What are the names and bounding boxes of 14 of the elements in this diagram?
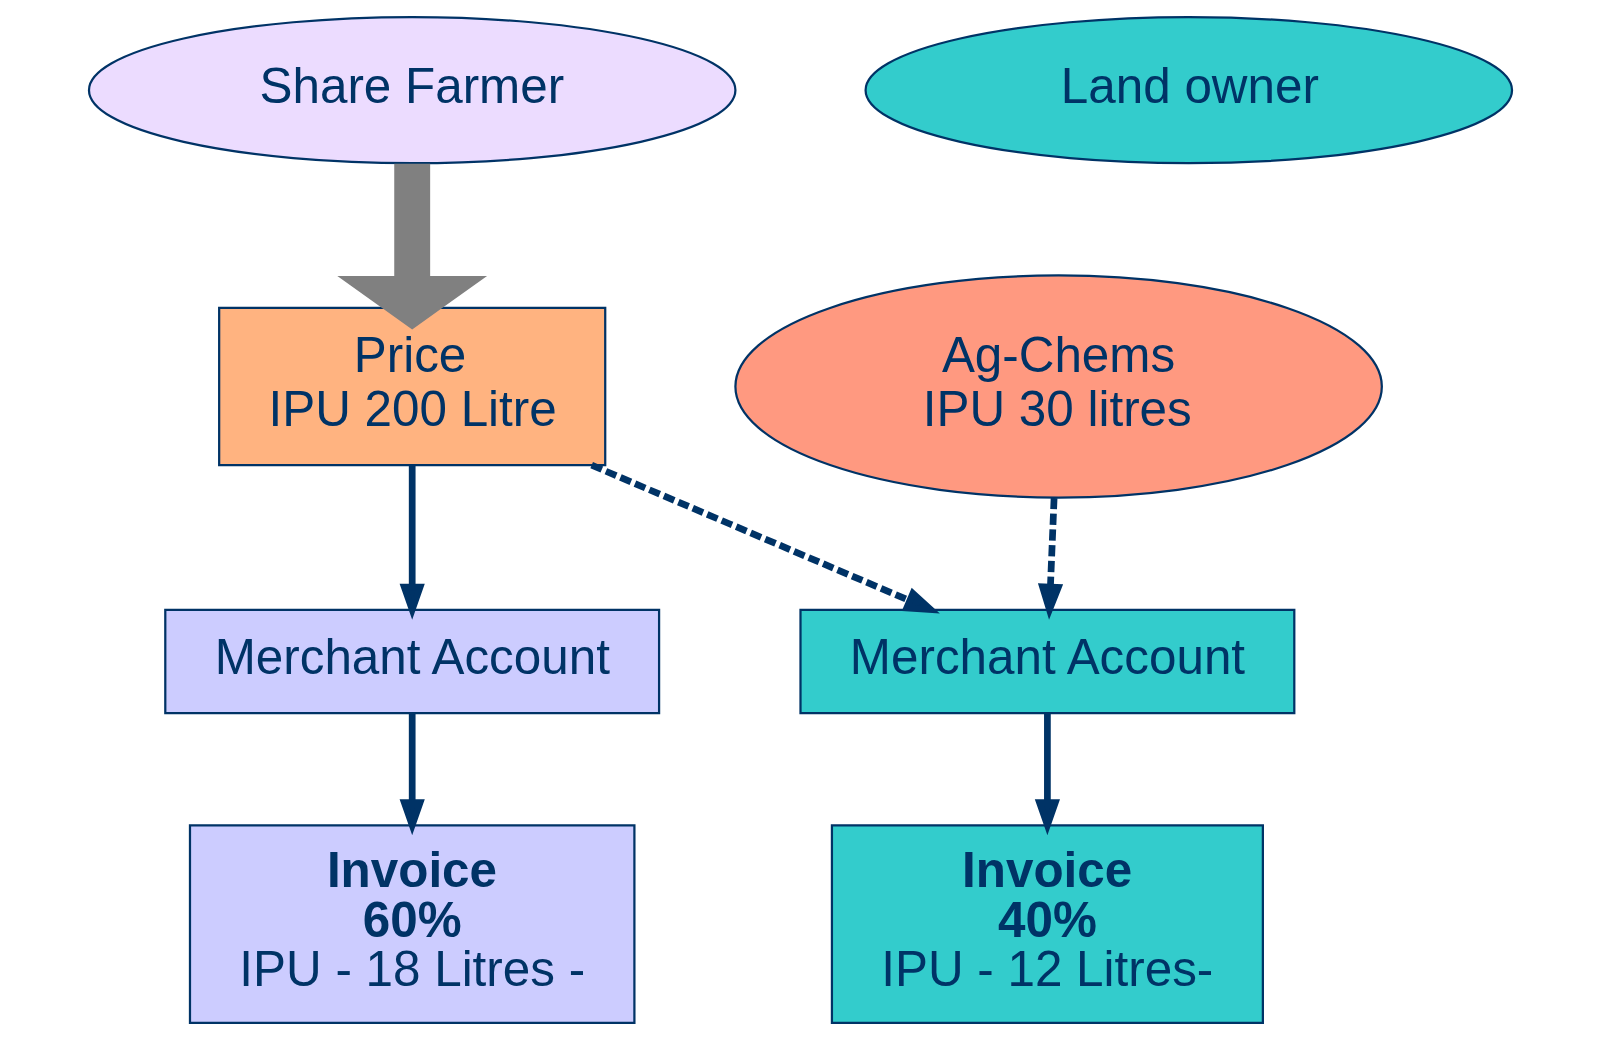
node-box: Invoice 40% IPU - 12 Litres- bbox=[830, 824, 1264, 1024]
arrow bbox=[399, 713, 425, 836]
arrow bbox=[1034, 713, 1060, 836]
node-ellipse: Ag-Chems IPU 30 litres bbox=[734, 274, 1383, 499]
node-box: Merchant Account bbox=[799, 608, 1296, 715]
node-ellipse: Share Farmer bbox=[87, 16, 737, 165]
arrow bbox=[590, 462, 940, 614]
node-ellipse: Land owner bbox=[864, 16, 1514, 165]
arrow bbox=[1037, 497, 1064, 620]
node-box: Price IPU 200 Litre bbox=[218, 306, 607, 467]
arrow bbox=[399, 465, 425, 620]
arrow bbox=[337, 163, 488, 330]
node-box: Invoice 60% IPU - 18 Litres - bbox=[188, 824, 636, 1024]
node-box: Merchant Account bbox=[164, 608, 661, 715]
